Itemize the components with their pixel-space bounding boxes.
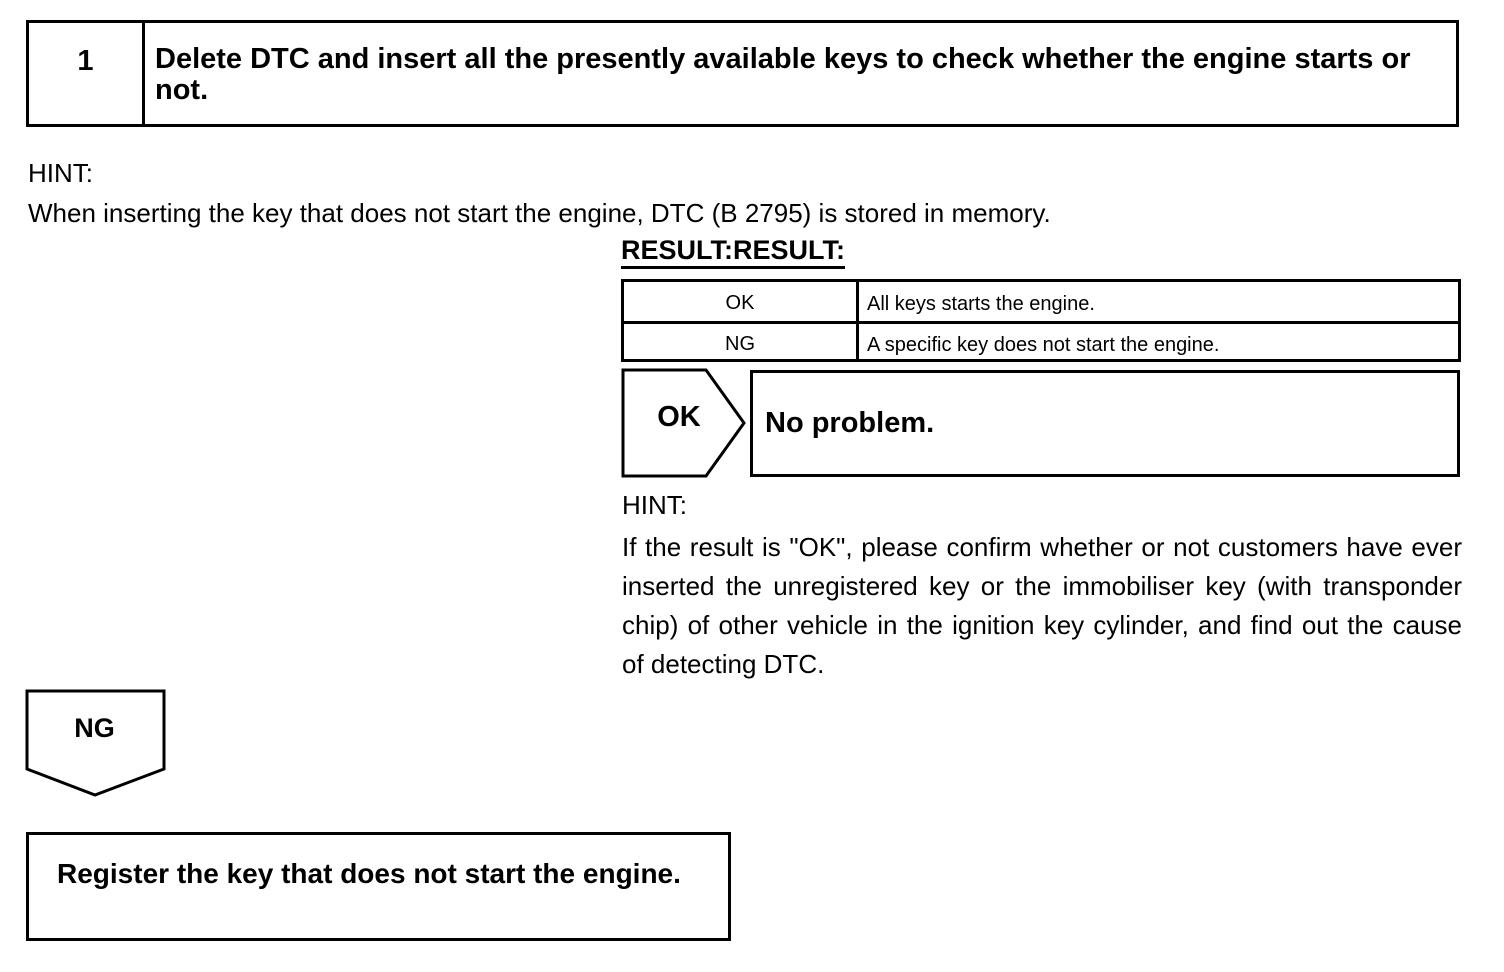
- step-number: 1: [29, 23, 145, 124]
- ng-action-box: Register the key that does not start the…: [26, 832, 731, 941]
- hint-text: When inserting the key that does not sta…: [28, 198, 1051, 228]
- ng-action-text: Register the key that does not start the…: [57, 858, 681, 889]
- ok-result-box: No problem.: [750, 370, 1460, 477]
- result-title: RESULT:RESULT:: [621, 235, 845, 269]
- result-row-ng: NG A specific key does not start the eng…: [624, 323, 1458, 362]
- ok-result-text: No problem.: [765, 407, 935, 439]
- result-row-ok: OK All keys starts the engine.: [624, 282, 1458, 324]
- hint-text: If the result is "OK", please confirm wh…: [622, 532, 1462, 679]
- hint-label: HINT:: [622, 490, 687, 520]
- ok-arrow-icon: [621, 368, 746, 478]
- step-instruction: Delete DTC and insert all the presently …: [155, 43, 1411, 106]
- result-key: OK: [624, 282, 859, 321]
- ng-branch-label: NG: [74, 713, 115, 743]
- result-value: A specific key does not start the engine…: [867, 334, 1220, 356]
- ok-branch-label: OK: [657, 401, 701, 433]
- result-table: OK All keys starts the engine. NG A spec…: [621, 279, 1461, 362]
- ng-arrow-icon: [25, 689, 166, 797]
- step-header: 1 Delete DTC and insert all the presentl…: [26, 20, 1459, 127]
- result-key: NG: [624, 323, 859, 362]
- result-value: All keys starts the engine.: [867, 293, 1095, 315]
- hint-label: HINT:: [28, 158, 93, 188]
